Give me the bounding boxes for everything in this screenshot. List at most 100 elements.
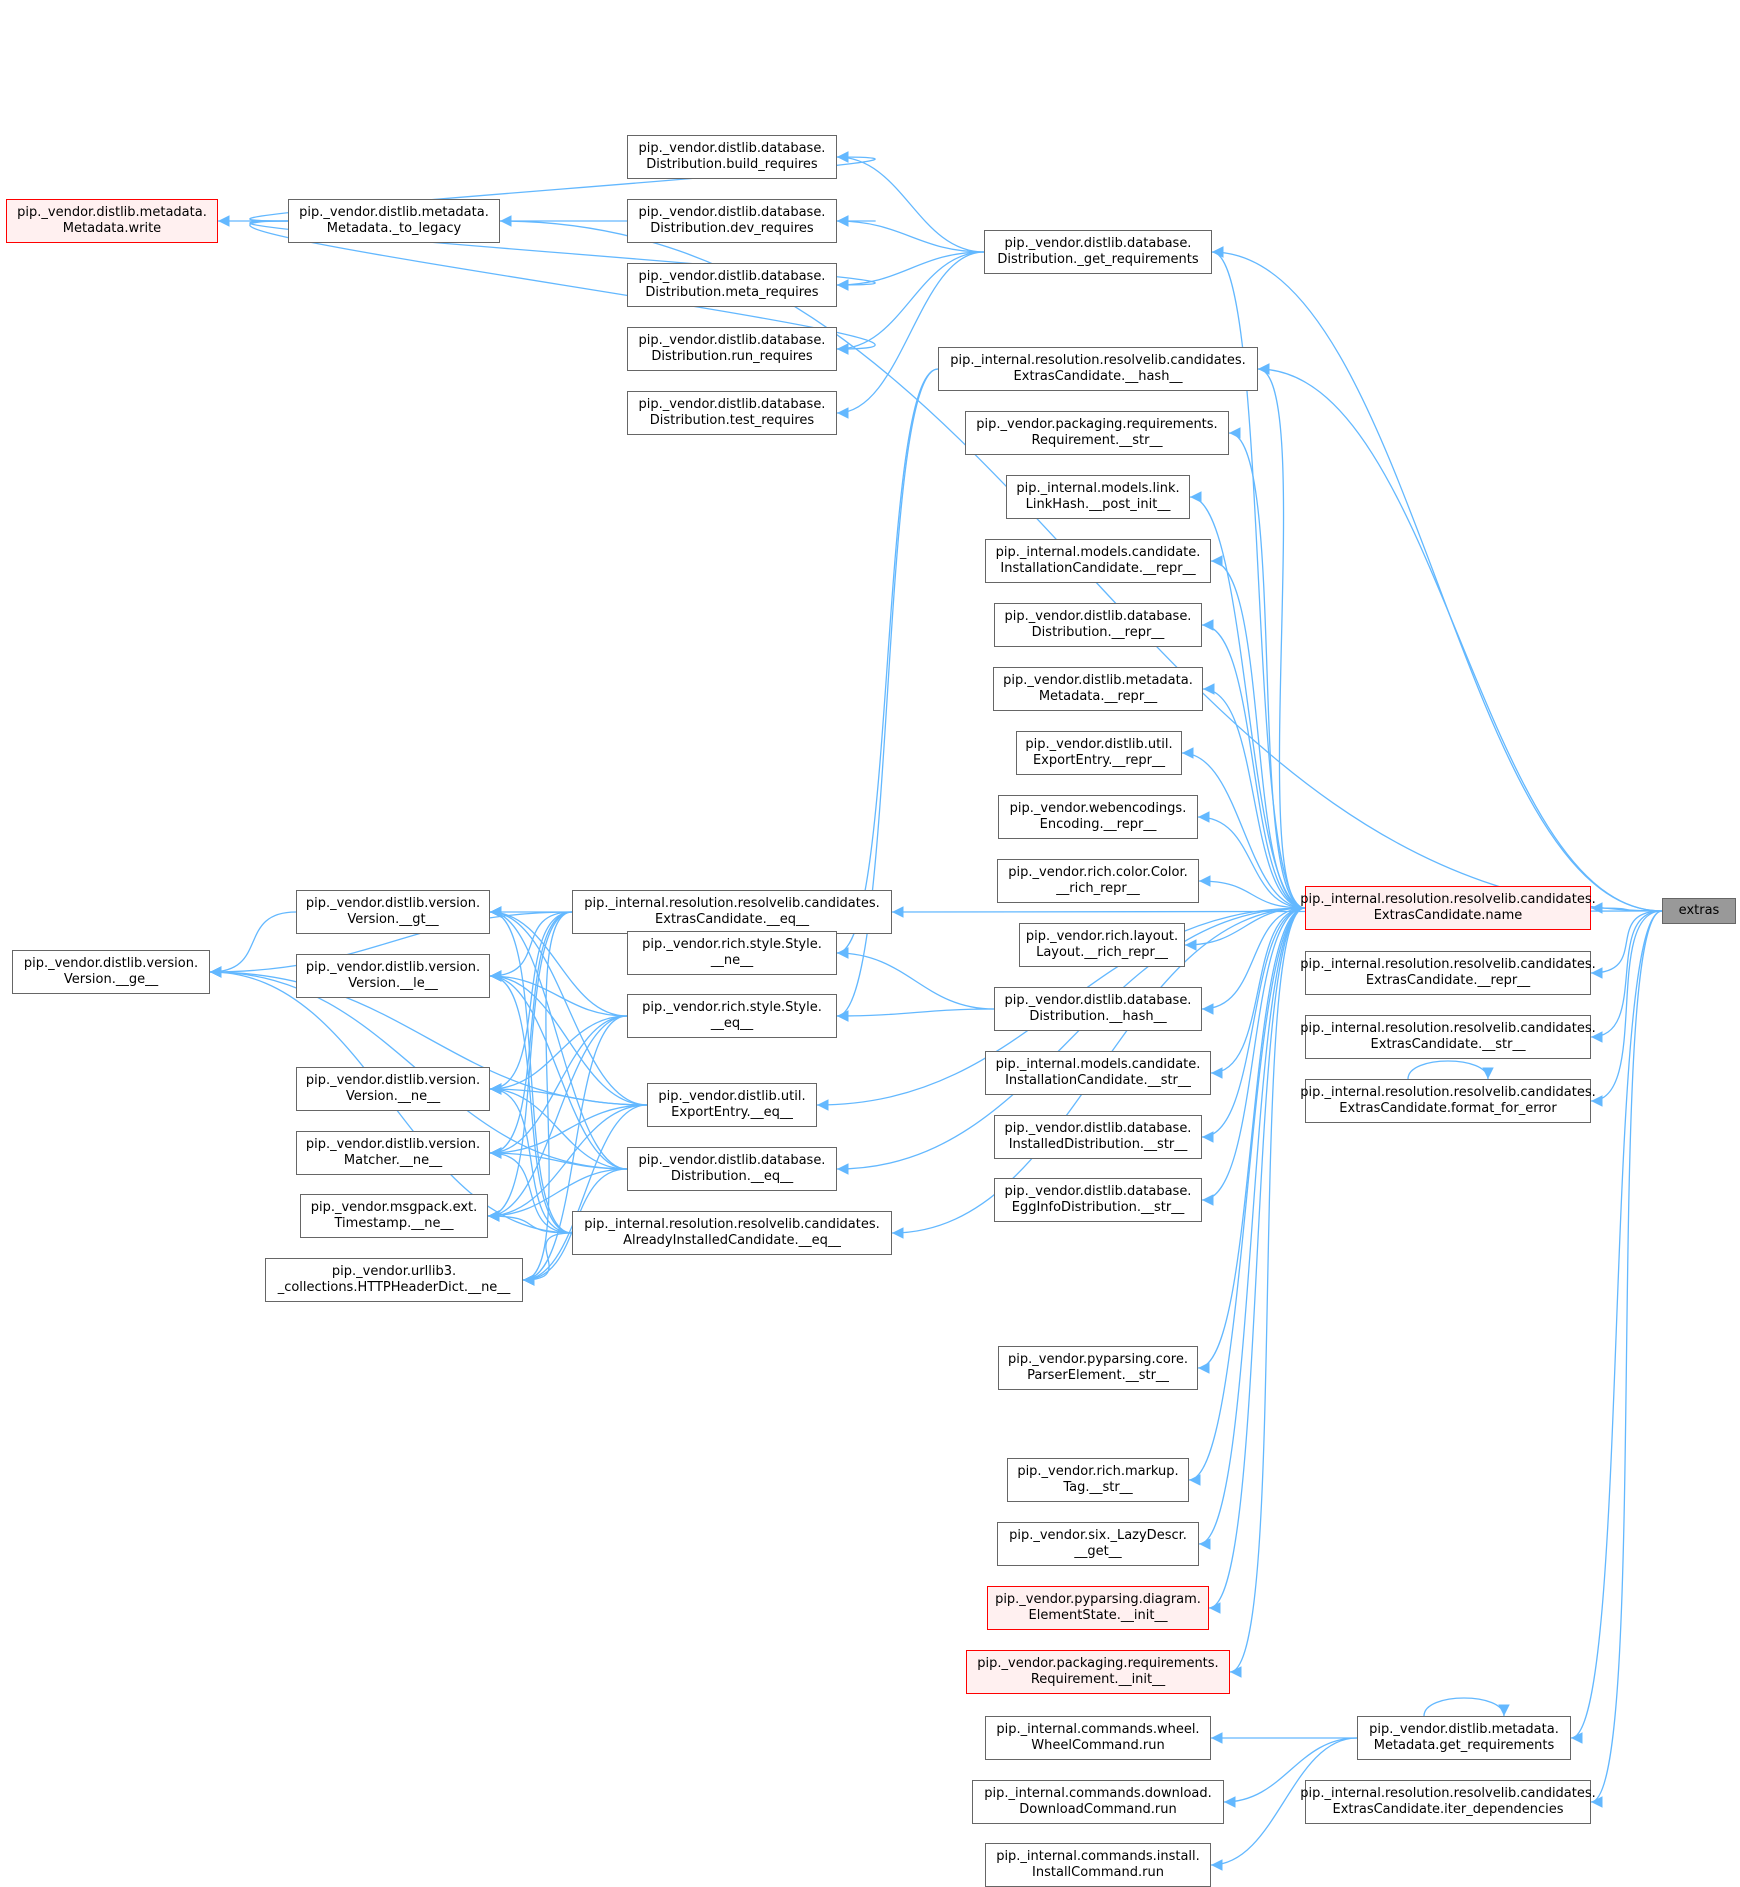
node-download-run[interactable]: pip._internal.commands.download. Downloa…	[972, 1780, 1224, 1824]
node-req-init[interactable]: pip._vendor.packaging.requirements. Requ…	[966, 1650, 1230, 1694]
edge-ec-format-to-ec-format	[1407, 1060, 1494, 1080]
node-ec-format[interactable]: pip._internal.resolution.resolvelib.cand…	[1300, 1079, 1596, 1123]
edge-ts-ne-to-dist-eq	[487, 1168, 628, 1222]
edge-ec-hash-to-ec-name	[1257, 363, 1306, 909]
edge-tag-str-to-ec-name	[1188, 907, 1306, 1486]
edge-v-ne-to-style-eq	[489, 1015, 628, 1095]
edge-v-ne-to-aic-eq	[489, 1083, 573, 1234]
node-label: pip._vendor.distlib.metadata. Metadata.g…	[1369, 1722, 1559, 1753]
node-md-repr[interactable]: pip._vendor.distlib.metadata. Metadata._…	[993, 667, 1203, 711]
node-label: pip._internal.resolution.resolvelib.cand…	[1300, 1021, 1596, 1052]
node-label: pip._vendor.rich.layout. Layout.__rich_r…	[1025, 929, 1179, 960]
node-idist-str[interactable]: pip._vendor.distlib.database. InstalledD…	[994, 1115, 1202, 1159]
node-dist-hash[interactable]: pip._vendor.distlib.database. Distributi…	[994, 987, 1202, 1031]
node-v-le[interactable]: pip._vendor.distlib.version. Version.__l…	[296, 954, 490, 998]
edge-hh-ne-to-ee-eq	[522, 1104, 648, 1286]
node-v-ne[interactable]: pip._vendor.distlib.version. Version.__n…	[296, 1067, 490, 1111]
node-v-gt[interactable]: pip._vendor.distlib.version. Version.__g…	[296, 890, 490, 934]
node-md-getreq[interactable]: pip._vendor.distlib.metadata. Metadata.g…	[1357, 1716, 1571, 1760]
node-linkhash[interactable]: pip._internal.models.link. LinkHash.__po…	[1006, 475, 1190, 519]
node-label: pip._vendor.distlib.metadata. Metadata.w…	[17, 205, 207, 236]
node-aic-eq[interactable]: pip._internal.resolution.resolvelib.cand…	[572, 1211, 892, 1255]
node-dist-getreq[interactable]: pip._vendor.distlib.database. Distributi…	[984, 230, 1212, 274]
node-m-ne[interactable]: pip._vendor.distlib.version. Matcher.__n…	[296, 1131, 490, 1175]
node-label: pip._vendor.distlib.database. Distributi…	[1004, 609, 1192, 640]
node-ee-eq[interactable]: pip._vendor.distlib.util. ExportEntry.__…	[647, 1083, 817, 1127]
edge-v-le-to-ec-eq	[489, 911, 573, 982]
node-dist-repr[interactable]: pip._vendor.distlib.database. Distributi…	[994, 603, 1202, 647]
node-label: pip._vendor.distlib.version. Version.__g…	[23, 956, 199, 987]
node-label: pip._vendor.distlib.version. Version.__l…	[305, 960, 481, 991]
node-label: pip._internal.resolution.resolvelib.cand…	[1300, 957, 1596, 988]
node-dev-req[interactable]: pip._vendor.distlib.database. Distributi…	[627, 199, 837, 243]
node-enc-repr[interactable]: pip._vendor.webencodings. Encoding.__rep…	[998, 795, 1198, 839]
node-test-req[interactable]: pip._vendor.distlib.database. Distributi…	[627, 391, 837, 435]
node-ec-hash[interactable]: pip._internal.resolution.resolvelib.cand…	[938, 347, 1258, 391]
node-ec-name[interactable]: pip._internal.resolution.resolvelib.cand…	[1300, 886, 1596, 930]
node-egg-str[interactable]: pip._vendor.distlib.database. EggInfoDis…	[994, 1178, 1202, 1222]
node-style-ne[interactable]: pip._vendor.rich.style.Style. __ne__	[627, 931, 837, 975]
edge-es-init-to-ec-name	[1208, 907, 1306, 1614]
node-to-legacy[interactable]: pip._vendor.distlib.metadata. Metadata._…	[288, 199, 500, 243]
node-ee-repr[interactable]: pip._vendor.distlib.util. ExportEntry.__…	[1016, 731, 1182, 775]
edge-build-req-to-dist-getreq	[836, 151, 985, 253]
edge-v-ge-to-ec-eq	[209, 911, 573, 978]
node-lazy-get[interactable]: pip._vendor.six._LazyDescr. __get__	[997, 1522, 1199, 1566]
edge-color-repr-to-ec-name	[1198, 875, 1306, 909]
node-layout-repr[interactable]: pip._vendor.rich.layout. Layout.__rich_r…	[1019, 923, 1185, 967]
node-label: pip._vendor.distlib.metadata. Metadata._…	[299, 205, 489, 236]
node-tag-str[interactable]: pip._vendor.rich.markup. Tag.__str__	[1007, 1458, 1189, 1502]
node-label: pip._internal.resolution.resolvelib.cand…	[584, 896, 880, 927]
node-md-write[interactable]: pip._vendor.distlib.metadata. Metadata.w…	[6, 199, 218, 243]
edge-v-gt-to-ee-eq	[489, 906, 648, 1106]
node-style-eq[interactable]: pip._vendor.rich.style.Style. __eq__	[627, 994, 837, 1038]
node-label: pip._internal.resolution.resolvelib.cand…	[950, 353, 1246, 384]
edge-ec-hash-to-extras	[1257, 363, 1663, 912]
edge-test-req-to-dist-getreq	[836, 251, 985, 419]
node-label: pip._vendor.distlib.database. Distributi…	[638, 269, 826, 300]
edge-hh-ne-to-aic-eq	[522, 1232, 573, 1286]
node-ts-ne[interactable]: pip._vendor.msgpack.ext. Timestamp.__ne_…	[300, 1194, 488, 1238]
edge-download-run-to-md-getreq	[1223, 1737, 1358, 1808]
node-req-str[interactable]: pip._vendor.packaging.requirements. Requ…	[965, 411, 1229, 455]
node-hh-ne[interactable]: pip._vendor.urllib3. _collections.HTTPHe…	[265, 1258, 523, 1302]
node-label: pip._vendor.six._LazyDescr. __get__	[1009, 1528, 1187, 1559]
node-ec-iter[interactable]: pip._internal.resolution.resolvelib.cand…	[1300, 1780, 1596, 1824]
node-label: pip._internal.models.link. LinkHash.__po…	[1016, 481, 1180, 512]
node-ic-repr[interactable]: pip._internal.models.candidate. Installa…	[985, 539, 1211, 583]
node-label: pip._vendor.distlib.database. Distributi…	[638, 1153, 826, 1184]
node-label: pip._vendor.distlib.database. Distributi…	[638, 333, 826, 364]
node-color-repr[interactable]: pip._vendor.rich.color.Color. __rich_rep…	[997, 859, 1199, 903]
node-extras: extras	[1662, 898, 1736, 924]
node-ec-eq[interactable]: pip._internal.resolution.resolvelib.cand…	[572, 890, 892, 934]
edge-ic-repr-to-ec-name	[1210, 555, 1306, 909]
edge-v-le-to-aic-eq	[489, 970, 573, 1234]
node-run-req[interactable]: pip._vendor.distlib.database. Distributi…	[627, 327, 837, 371]
edge-v-gt-to-aic-eq	[489, 906, 573, 1234]
node-label: pip._internal.commands.wheel. WheelComma…	[996, 1722, 1200, 1753]
node-ec-str[interactable]: pip._internal.resolution.resolvelib.cand…	[1300, 1015, 1596, 1059]
node-es-init[interactable]: pip._vendor.pyparsing.diagram. ElementSt…	[987, 1586, 1209, 1630]
edge-m-ne-to-style-eq	[489, 1015, 628, 1159]
node-install-run[interactable]: pip._internal.commands.install. InstallC…	[985, 1843, 1211, 1887]
edge-run-req-to-to-legacy	[249, 220, 876, 355]
node-pe-str[interactable]: pip._vendor.pyparsing.core. ParserElemen…	[998, 1346, 1198, 1390]
node-build-req[interactable]: pip._vendor.distlib.database. Distributi…	[627, 135, 837, 179]
node-ec-repr[interactable]: pip._internal.resolution.resolvelib.cand…	[1300, 951, 1596, 995]
edge-ec-iter-to-extras	[1590, 910, 1663, 1808]
edge-pe-str-to-ec-name	[1197, 907, 1306, 1374]
node-dist-eq[interactable]: pip._vendor.distlib.database. Distributi…	[627, 1147, 837, 1191]
edge-meta-req-to-to-legacy	[249, 220, 876, 291]
node-label: pip._vendor.distlib.util. ExportEntry.__…	[658, 1089, 806, 1120]
edge-dist-eq-to-ec-name	[836, 907, 1306, 1175]
node-meta-req[interactable]: pip._vendor.distlib.database. Distributi…	[627, 263, 837, 307]
node-label: pip._vendor.pyparsing.diagram. ElementSt…	[995, 1592, 1201, 1623]
edge-hh-ne-to-style-eq	[522, 1015, 628, 1286]
edge-meta-req-to-dist-getreq	[836, 251, 985, 291]
node-label: pip._vendor.distlib.database. Distributi…	[638, 205, 826, 236]
node-v-ge[interactable]: pip._vendor.distlib.version. Version.__g…	[12, 950, 210, 994]
node-wheel-run[interactable]: pip._internal.commands.wheel. WheelComma…	[985, 1716, 1211, 1760]
node-ic-str[interactable]: pip._internal.models.candidate. Installa…	[985, 1051, 1211, 1095]
edge-dist-getreq-to-extras	[1211, 246, 1663, 912]
